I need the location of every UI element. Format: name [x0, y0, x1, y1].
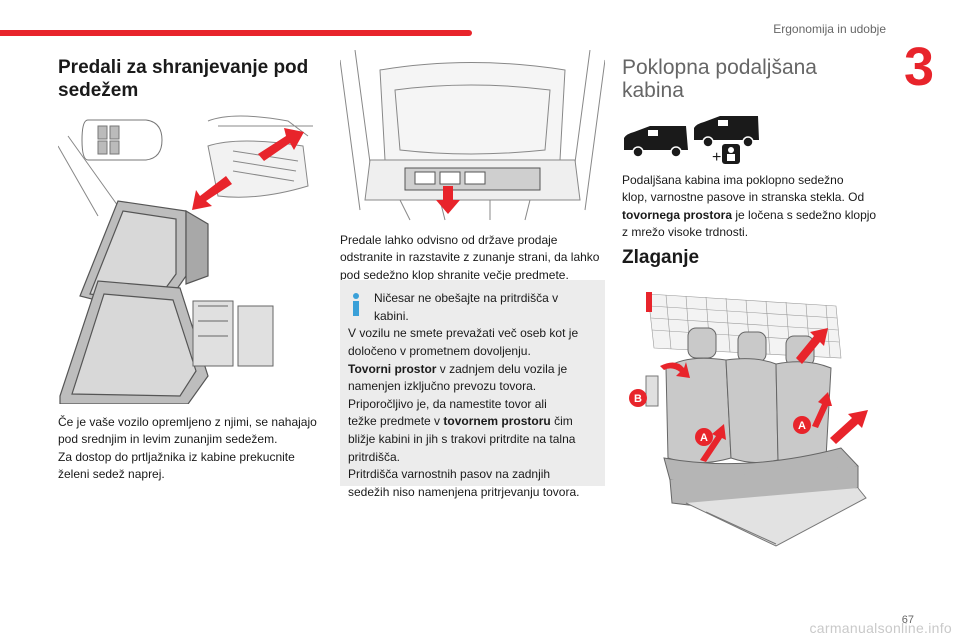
passenger-seat-icon: [722, 144, 740, 164]
extended-cab-title: Poklopna podaljšana kabina: [622, 56, 817, 103]
drawer-removal-description: Predale lahko odvisno od države prodaje …: [340, 233, 600, 282]
red-arrow-icon: [192, 128, 304, 210]
folding-subtitle: Zlaganje: [622, 247, 700, 268]
section-title: Ergonomija in udobje: [773, 22, 886, 36]
van-extended-icon: [694, 116, 759, 148]
storage-drawers-title: Predali za shranjevanje pod sedežem: [58, 57, 309, 102]
van-variants-illustration: +: [624, 116, 759, 166]
down-arrow-icon: [436, 186, 460, 214]
svg-text:A: A: [700, 432, 708, 444]
label-b-badge: B: [629, 389, 647, 407]
storage-drawers-description: Če je vaše vozilo opremljeno z njimi, se…: [58, 415, 317, 482]
header-accent-bar: [0, 30, 472, 36]
info-icon: [353, 293, 359, 316]
car-top-view-icon: [81, 119, 163, 161]
folding-bench-illustration: B A A: [626, 288, 876, 550]
van-icon: [624, 126, 688, 158]
extended-cab-description: Podaljšana kabina ima poklopno sedežno k…: [622, 173, 877, 240]
under-seat-drawer-illustration: [58, 106, 323, 404]
info-note-box: Ničesar ne obešajte na pritrdišča v kabi…: [340, 280, 605, 499]
column-extended-cab: Poklopna podaljšana kabina: [622, 56, 890, 102]
chapter-number: 3: [903, 37, 934, 97]
plus-sign: +: [712, 149, 721, 166]
label-a-badge: A: [695, 428, 713, 446]
column-storage-drawers: Predali za shranjevanje pod sedežem: [58, 56, 323, 102]
rear-drawer-removal-illustration: [340, 50, 605, 222]
page-number: 67: [901, 614, 914, 626]
watermark: carmanualsonline.info: [809, 620, 952, 636]
svg-text:B: B: [634, 393, 642, 405]
label-a-badge: A: [793, 416, 811, 434]
svg-text:A: A: [798, 420, 806, 432]
red-arrow-icon: [660, 328, 868, 462]
